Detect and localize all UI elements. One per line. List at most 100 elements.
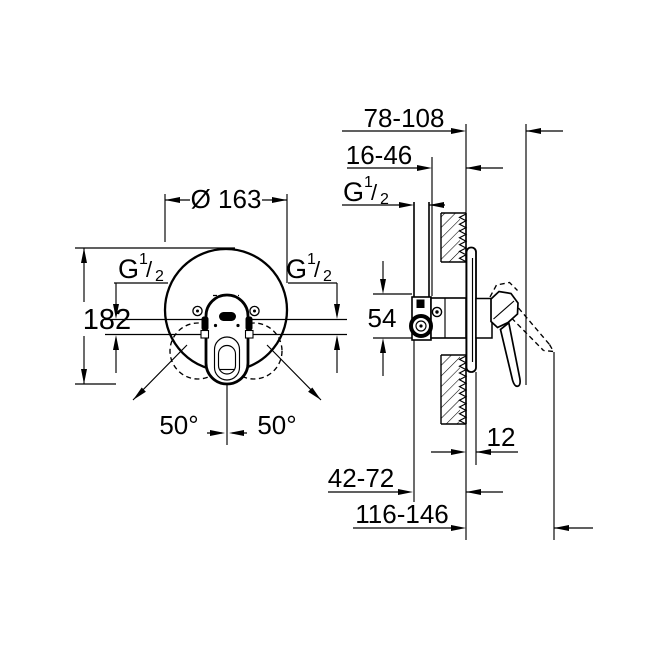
arrowhead-down bbox=[334, 304, 340, 319]
lever-loop-outer bbox=[213, 336, 241, 381]
dim-wall-to-handle-open: 116-146 bbox=[353, 499, 593, 531]
escutcheon-plate-side bbox=[465, 246, 477, 373]
arrowhead-right bbox=[451, 525, 466, 531]
dim-supply-to-wall: 42-72 bbox=[328, 463, 503, 495]
dim-height-lines bbox=[75, 247, 235, 385]
arrowhead-right bbox=[417, 165, 432, 171]
dim-thread-front-right: G 1 / 2 bbox=[286, 251, 340, 373]
label-42-72: 42-72 bbox=[328, 463, 395, 493]
label-thread-side-slash: / bbox=[371, 180, 378, 205]
dim-concealed-depth: 16-46 bbox=[346, 140, 503, 171]
label-thread-left-den: 2 bbox=[155, 268, 164, 285]
arrowhead-down bbox=[81, 369, 87, 384]
arrowhead-left bbox=[466, 489, 481, 495]
dim-body-height: 54 bbox=[368, 261, 412, 376]
label-thread-right-num: 1 bbox=[307, 251, 316, 268]
label-diameter: Ø 163 bbox=[191, 184, 262, 214]
label-thread-left-g: G bbox=[118, 254, 139, 284]
label-thread-right-slash: / bbox=[314, 257, 321, 282]
temperature-knob-dot bbox=[419, 324, 423, 328]
label-thread-right-den: 2 bbox=[323, 268, 332, 285]
front-view: Ø 163 182 G 1 / 2 G 1 / 2 bbox=[75, 184, 347, 445]
dim-lines bbox=[373, 261, 412, 376]
label-12: 12 bbox=[487, 422, 516, 452]
arrowhead-center-left bbox=[210, 430, 225, 436]
label-thread-left-num: 1 bbox=[139, 251, 148, 268]
arrowhead-left bbox=[429, 202, 444, 208]
dim-thread-side: G 1 / 2 bbox=[342, 174, 445, 208]
arrowhead-up bbox=[113, 335, 119, 350]
dim-diameter-lines bbox=[164, 194, 288, 283]
connection-ear-right bbox=[245, 316, 253, 331]
arrowhead-angle-right bbox=[308, 387, 321, 400]
dim-diameter: Ø 163 bbox=[164, 184, 288, 283]
label-thread-side-g: G bbox=[343, 177, 364, 207]
arrowhead-right bbox=[451, 449, 466, 455]
dim-thread-front-left: G 1 / 2 bbox=[113, 251, 168, 373]
arrowhead-left bbox=[526, 128, 541, 134]
connection-tab-left bbox=[200, 329, 210, 339]
screw-left-dot bbox=[196, 309, 199, 313]
label-54: 54 bbox=[368, 303, 397, 333]
arrowhead-down bbox=[380, 279, 386, 294]
wall-upper-border bbox=[440, 212, 466, 263]
wall-section-upper bbox=[440, 212, 468, 263]
screw-right-dot bbox=[253, 309, 256, 313]
wall-hatch-upper bbox=[441, 213, 460, 262]
arrowhead-down bbox=[113, 304, 119, 319]
label-thread-left-slash: / bbox=[146, 257, 153, 282]
mixer-cartridge bbox=[430, 297, 467, 339]
arrowhead-up bbox=[334, 335, 340, 350]
dim-swing-angles: 50° 50° bbox=[132, 344, 322, 445]
arrowhead-right bbox=[451, 128, 466, 134]
wall-hatch-lower bbox=[441, 355, 460, 424]
label-thread-right-g: G bbox=[286, 254, 307, 284]
lever-dot-left bbox=[213, 323, 218, 328]
wall-lower-border bbox=[440, 354, 466, 425]
arrowhead-left bbox=[466, 165, 481, 171]
label-angle-right: 50° bbox=[257, 410, 296, 440]
lever-blade bbox=[499, 321, 521, 388]
valve-body bbox=[409, 296, 467, 341]
side-view: 78-108 16-46 G 1 / 2 bbox=[328, 103, 593, 540]
supply-pipe-lines bbox=[105, 318, 347, 336]
lever-dot-right bbox=[236, 323, 240, 328]
label-78-108: 78-108 bbox=[364, 103, 445, 133]
handle-base bbox=[475, 297, 493, 339]
label-16-46: 16-46 bbox=[346, 140, 413, 170]
arrowhead-right bbox=[272, 197, 287, 203]
arrowhead-right bbox=[399, 202, 414, 208]
fixing-bolt bbox=[416, 299, 425, 308]
lever-front bbox=[204, 293, 250, 386]
open-lever-body-dashed bbox=[489, 281, 518, 298]
arrowhead-right bbox=[398, 489, 413, 495]
lever-side-open-dashed bbox=[489, 281, 555, 353]
arrowhead-up bbox=[380, 338, 386, 353]
label-angle-left: 50° bbox=[159, 410, 198, 440]
temperature-knob-inner bbox=[415, 320, 427, 332]
connection-ear-left bbox=[201, 316, 209, 331]
arrowhead-left bbox=[165, 197, 180, 203]
wall-section-lower bbox=[440, 354, 468, 425]
label-thread-side-den: 2 bbox=[380, 191, 389, 208]
lever-knuckle-facet bbox=[493, 300, 515, 320]
label-thread-side-num: 1 bbox=[364, 174, 373, 191]
arrowhead-left bbox=[476, 449, 491, 455]
lever-side bbox=[490, 290, 521, 388]
supply-pipe-side bbox=[413, 202, 430, 297]
open-lever-edge-upper-dashed bbox=[517, 307, 551, 345]
dim-thread-right-lines bbox=[288, 282, 338, 373]
open-lever-tip-dashed bbox=[543, 344, 555, 353]
lever-cap-slot bbox=[219, 312, 236, 321]
wall-upper-finish-zigzag bbox=[458, 213, 468, 263]
label-116-146: 116-146 bbox=[355, 499, 449, 529]
wall-lower-finish-zigzag bbox=[458, 355, 468, 425]
connection-tab-right bbox=[244, 329, 254, 339]
arrowhead-left bbox=[554, 525, 569, 531]
arrowhead-up bbox=[81, 248, 87, 263]
lever-loop-inner bbox=[217, 344, 237, 375]
angle-lines bbox=[132, 344, 322, 445]
open-lever-edge-lower-dashed bbox=[511, 317, 544, 351]
